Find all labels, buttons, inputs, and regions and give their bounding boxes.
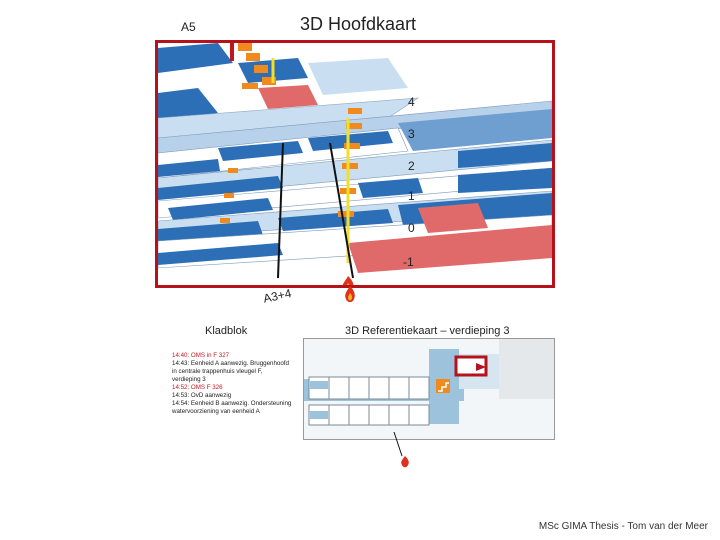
reference-floor-map[interactable] [303, 338, 555, 440]
footer-credit: MSc GIMA Thesis - Tom van der Meer [538, 521, 708, 532]
floor-label-2: 2 [408, 159, 415, 173]
fire-icon [343, 286, 357, 309]
stairs-icon [436, 379, 450, 393]
unit-label: A3+4 [262, 286, 293, 306]
floor-label-0: 0 [408, 221, 415, 235]
pointer-line [393, 431, 403, 457]
reference-map-title: 3D Referentiekaart – verdieping 3 [345, 325, 510, 337]
kladblok-title: Kladblok [205, 325, 248, 337]
red-markers [230, 43, 234, 61]
reference-lines [277, 142, 354, 279]
log-entry: 14:54: Eenheid B aanwezig. Ondersteuning… [172, 400, 292, 415]
floorplan-graphic [304, 339, 554, 439]
main-3d-map[interactable]: 4 3 2 1 0 -1 [155, 40, 555, 288]
floor-label-minus1: -1 [403, 255, 414, 269]
floor-label-3: 3 [408, 127, 415, 141]
floor-slab-minus1 [158, 203, 552, 273]
log-entry: 14:40: OMS in F 327 [172, 352, 230, 359]
log-entry: 14:43: Eenheid A aanwezig. Bruggenhoofd … [172, 360, 289, 383]
log-entry: 14:53: OvD aanwezig [172, 392, 232, 399]
page-title: 3D Hoofdkaart [300, 14, 417, 34]
fire-icon [342, 276, 354, 285]
fire-icon [400, 456, 410, 474]
floor-label-1: 1 [408, 189, 415, 203]
riser-lines [271, 58, 350, 263]
floor-label-4: 4 [408, 95, 415, 109]
building-floors-graphic [158, 43, 552, 285]
incident-log[interactable]: 14:40: OMS in F 327 14:43: Eenheid A aan… [172, 352, 292, 416]
slide-label: A5 [181, 20, 196, 34]
log-entry: 14:52: OMS F 326 [172, 384, 223, 391]
